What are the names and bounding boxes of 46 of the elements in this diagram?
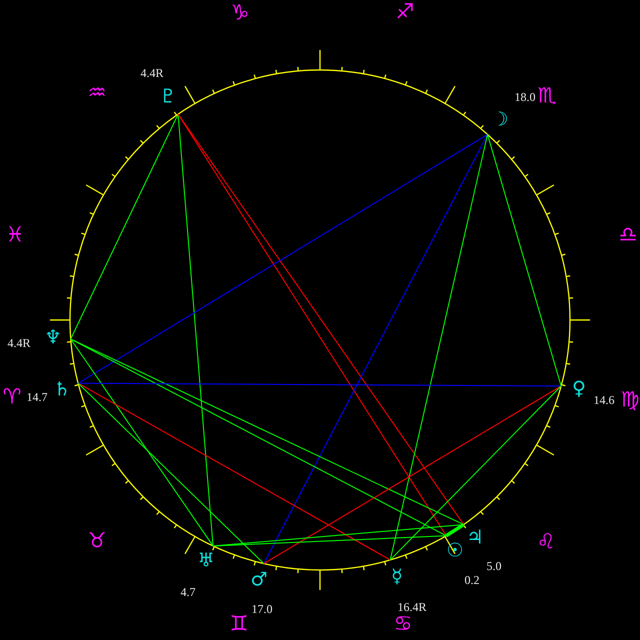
aspect-line (487, 134, 562, 387)
planet-symbol: ♆ (44, 328, 62, 348)
aspect-line (390, 134, 488, 560)
aspect-line (263, 386, 562, 564)
degree-label: 16.4R (398, 601, 426, 613)
degree-label: 4.4R (8, 337, 30, 349)
aspect-line (78, 382, 264, 564)
zodiac-sign: ♑ (230, 2, 250, 24)
zodiac-sign: ♒ (88, 82, 106, 104)
planet-symbol: ☽ (491, 110, 509, 130)
zodiac-sign: ♎ (618, 224, 638, 246)
aspect-line (390, 386, 562, 560)
degree-label: 18.0 (514, 91, 536, 103)
zodiac-sign: ♊ (230, 614, 248, 634)
aspect-line (178, 114, 214, 546)
zodiac-sign: ♉ (88, 530, 106, 552)
zodiac-sign: ♓ (6, 224, 24, 246)
aspect-line (78, 382, 391, 560)
planet-symbol: ♃ (466, 528, 484, 548)
aspect-line (78, 134, 488, 384)
degree-label: 0.2 (464, 574, 480, 586)
planet-symbol: ☿ (391, 568, 403, 586)
zodiac-sign: ♐ (396, 2, 414, 22)
planet-symbol: ♅ (197, 552, 215, 570)
aspect-line (212, 535, 447, 546)
zodiac-sign: ♈ (2, 386, 22, 408)
aspect-line (445, 523, 465, 538)
degree-label: 14.6 (594, 394, 614, 406)
degree-label: 17.0 (252, 603, 272, 615)
aspect-line (263, 134, 488, 564)
planet-symbol: ♀ (572, 380, 586, 398)
zodiac-sign: ♍ (620, 390, 640, 410)
zodiac-sign: ♋ (394, 614, 412, 634)
degree-label: 14.7 (26, 391, 48, 403)
planet-symbol: ♇ (159, 88, 177, 106)
aspect-line (70, 114, 179, 340)
planet-symbol: ☉ (446, 542, 464, 560)
zodiac-sign: ♏ (538, 86, 556, 106)
aspect-line (70, 338, 214, 546)
degree-label: 4.4R (140, 67, 164, 79)
aspect-line (78, 382, 562, 387)
degree-label: 4.7 (180, 586, 196, 598)
zodiac-sign: ♌ (536, 532, 556, 552)
planet-symbol: ♄ (53, 380, 71, 400)
degree-label: 5.0 (486, 560, 502, 572)
planet-symbol: ♂ (250, 570, 268, 590)
